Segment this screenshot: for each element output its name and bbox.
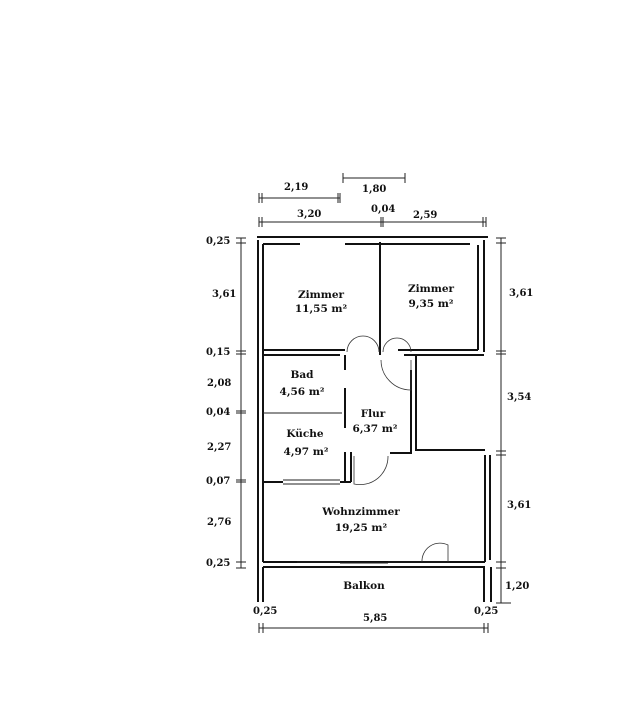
- room-balkon-name: Balkon: [343, 580, 385, 592]
- dim-left-6: 0,07: [206, 476, 230, 487]
- dim-left-1: 3,61: [212, 289, 236, 300]
- doors: [346, 335, 449, 563]
- room-bad-area: 4,56 m²: [280, 386, 325, 398]
- dim-top-0-04: 0,04: [371, 204, 395, 215]
- room-kueche-name: Küche: [286, 428, 324, 440]
- room-bad-name: Bad: [290, 369, 314, 381]
- room-kueche-area: 4,97 m²: [284, 446, 329, 458]
- dim-left-5: 2,27: [207, 442, 231, 453]
- dim-left-8: 0,25: [206, 558, 230, 569]
- dim-left-0: 0,25: [206, 236, 230, 247]
- dim-right-3: 1,20: [505, 581, 529, 592]
- room-flur-name: Flur: [361, 408, 386, 420]
- dim-top-2-19: 2,19: [284, 182, 308, 193]
- dim-right-2: 3,61: [507, 500, 531, 511]
- room-zimmer-1-area: 11,55 m²: [295, 303, 348, 315]
- room-wohnzimmer-name: Wohnzimmer: [321, 506, 400, 518]
- room-wohnzimmer-area: 19,25 m²: [335, 522, 388, 534]
- room-zimmer-2-area: 9,35 m²: [409, 298, 454, 310]
- dim-top-2-59: 2,59: [413, 210, 437, 221]
- dim-left-2: 0,15: [206, 347, 230, 358]
- room-flur-area: 6,37 m²: [353, 423, 398, 435]
- dim-bottom-1: 5,85: [363, 613, 387, 624]
- room-zimmer-1-name: Zimmer: [298, 289, 345, 301]
- dimension-lines: [236, 173, 511, 633]
- dim-right-0: 3,61: [509, 288, 533, 299]
- dim-top-1-80: 1,80: [362, 184, 386, 195]
- dim-left-4: 0,04: [206, 407, 230, 418]
- dim-left-7: 2,76: [207, 517, 231, 528]
- dim-top-3-20: 3,20: [297, 209, 321, 220]
- dim-right-1: 3,54: [507, 392, 531, 403]
- dim-bottom-0: 0,25: [253, 606, 277, 617]
- dim-bottom-2: 0,25: [474, 606, 498, 617]
- walls: [257, 236, 492, 602]
- dim-left-3: 2,08: [207, 378, 231, 389]
- room-zimmer-2-name: Zimmer: [408, 283, 455, 295]
